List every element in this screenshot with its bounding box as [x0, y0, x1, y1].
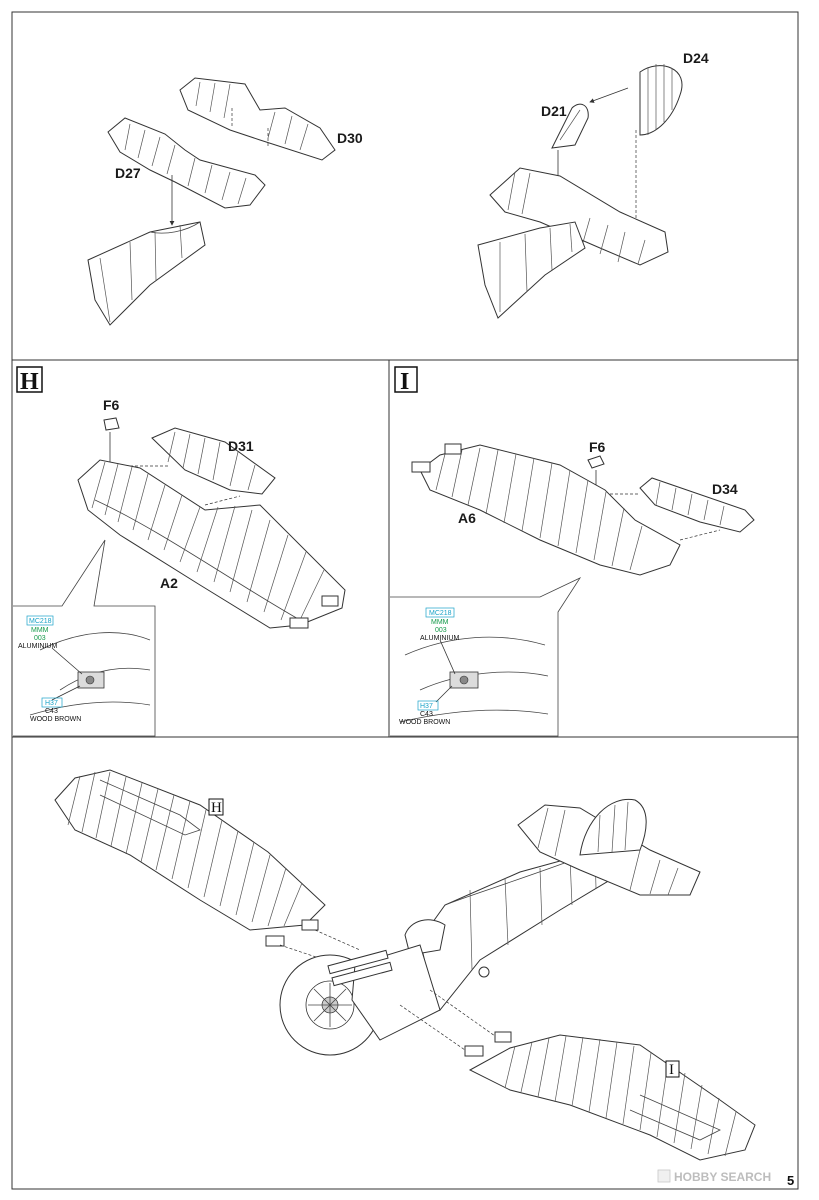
detail-callout-i: MC218 MMM 003 ALUMINIUM H37 C43 WOOD BRO… [390, 577, 582, 737]
code-003-i: 003 [435, 627, 447, 634]
code-003-h: 003 [34, 635, 46, 642]
label-d24: D24 [683, 50, 709, 66]
step-h-box [16, 366, 43, 393]
label-d27: D27 [115, 165, 141, 181]
wing-a6 [411, 443, 681, 576]
panel-h: H [13, 366, 346, 737]
step-i-letter: I [400, 369, 409, 395]
watermark-text: HOBBY SEARCH [674, 1170, 771, 1184]
rear-fuselage-assembled [477, 221, 586, 319]
part-f6-i [587, 455, 605, 469]
label-f6-h: F6 [103, 397, 120, 413]
label-d31: D31 [228, 438, 254, 454]
wing-a2 [77, 459, 346, 629]
code-mmm-h: MMM [31, 627, 49, 634]
rudder-d24 [639, 64, 683, 136]
code-c43-h: C43 [45, 708, 58, 715]
label-a2: A2 [160, 575, 178, 591]
step-h-letter: H [20, 369, 39, 395]
tailplane-d30 [179, 77, 336, 161]
code-h37-h: H37 [45, 700, 58, 707]
aileron-d31 [151, 427, 276, 495]
watermark: HOBBY SEARCH [657, 1169, 771, 1184]
tail-assembled [517, 798, 701, 896]
code-mc218-h: MC218 [29, 618, 52, 625]
label-f6-i: F6 [589, 439, 606, 455]
tailplane-assembled [489, 167, 669, 266]
code-aluminium-h: ALUMINIUM [18, 643, 57, 650]
fin-d21 [551, 103, 589, 149]
step-i-small-box [665, 1060, 680, 1078]
code-c43-i: C43 [420, 711, 433, 718]
code-woodbrown-h: WOOD BROWN [30, 716, 81, 723]
part-f6-h [103, 417, 120, 431]
panel-i: I F6 [390, 366, 755, 737]
step-i-small-letter: I [669, 1062, 674, 1078]
step-h-small-letter: H [211, 800, 222, 816]
code-h37-i: H37 [420, 703, 433, 710]
fuselage-assembled [279, 849, 616, 1056]
label-d30: D30 [337, 130, 363, 146]
step-h-small-box [208, 798, 224, 816]
step-i-box [394, 366, 418, 393]
code-aluminium-i: ALUMINIUM [420, 635, 459, 642]
label-a6: A6 [458, 510, 476, 526]
label-d34: D34 [712, 481, 738, 497]
code-mc218-i: MC218 [429, 610, 452, 617]
rear-fuselage [87, 221, 206, 326]
detail-callout-h: MC218 MMM 003 ALUMINIUM H37 C43 WOOD BRO… [13, 539, 156, 737]
right-wing-i [399, 989, 756, 1161]
left-wing-h [54, 769, 361, 966]
code-mmm-i: MMM [431, 619, 449, 626]
label-d21: D21 [541, 103, 567, 119]
aileron-d34 [639, 477, 755, 533]
panel-top-left: D30 D27 [87, 77, 363, 326]
panel-bottom-assembly: H I [54, 769, 756, 1161]
page-number: 5 [787, 1173, 794, 1188]
elevator-d27 [107, 117, 266, 209]
code-woodbrown-i: WOOD BROWN [399, 719, 450, 726]
panel-top-right: D24 D21 [477, 50, 709, 319]
sheet-frame [11, 11, 799, 1190]
